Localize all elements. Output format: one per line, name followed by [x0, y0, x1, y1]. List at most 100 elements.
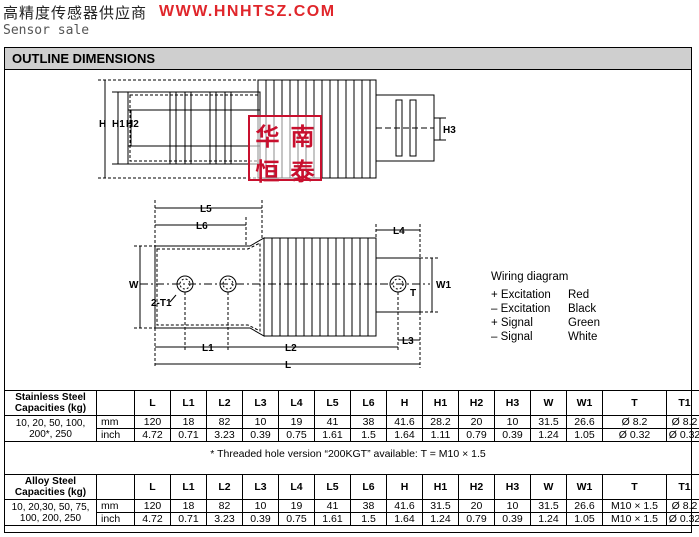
dim-label-l4: L4	[393, 226, 405, 237]
wiring-signal: – Signal	[491, 331, 533, 343]
dim-label-l: L	[285, 360, 291, 371]
value-cell: Ø 0.32	[602, 428, 667, 442]
value-cell: 1.24	[422, 512, 459, 526]
value-cell: 1.5	[350, 512, 387, 526]
value-cell: 26.6	[566, 415, 603, 429]
value-cell: 19	[278, 415, 315, 429]
wiring-color: Red	[568, 289, 590, 301]
value-cell: Ø 8.2	[666, 415, 699, 429]
dim-label-2-t1: 2-T1	[151, 298, 172, 309]
value-cell: 31.5	[530, 499, 567, 513]
value-cell: 1.24	[530, 428, 567, 442]
col-header: L3	[242, 390, 279, 416]
value-cell: 20	[458, 499, 495, 513]
stamp-char: 华	[255, 123, 280, 151]
dim-label-h2: H2	[126, 119, 139, 130]
value-cell: 82	[206, 499, 243, 513]
col-header: L4	[278, 474, 315, 500]
wiring-title: Wiring diagram	[491, 271, 569, 283]
wiring-color: White	[568, 331, 598, 343]
value-cell: 10	[494, 499, 531, 513]
value-cell: M10 × 1.5	[602, 512, 667, 526]
value-cell: Ø 8.2	[666, 499, 699, 513]
capacity-values: 10, 20, 50, 100,200*, 250	[4, 415, 97, 442]
value-cell: 1.64	[386, 512, 423, 526]
dim-label-l6: L6	[196, 221, 208, 232]
col-header: L4	[278, 390, 315, 416]
company-seal-stamp: 华 南 恒 泰	[248, 115, 322, 186]
value-cell: 4.72	[134, 428, 171, 442]
value-cell: 31.5	[422, 499, 459, 513]
col-header: H	[386, 474, 423, 500]
table-row: 10, 20, 50, 100,200*, 250 mm 120 18 82 1…	[4, 415, 699, 442]
sensor-sale-subtitle: Sensor sale	[3, 23, 90, 38]
capacity-values: 10, 20,30, 50, 75,100, 200, 250	[4, 499, 97, 526]
stamp-char: 恒	[255, 158, 280, 186]
unit-cell: mm	[96, 415, 135, 429]
website-url[interactable]: WWW.HNHTSZ.COM	[159, 3, 336, 20]
value-cell: 19	[278, 499, 315, 513]
value-cell: 10	[242, 415, 279, 429]
col-header: W	[530, 390, 567, 416]
col-header: T	[602, 474, 667, 500]
col-header: L3	[242, 474, 279, 500]
value-cell: 1.64	[386, 428, 423, 442]
value-cell: 1.11	[422, 428, 459, 442]
col-header: L6	[350, 474, 387, 500]
col-header: T1	[666, 390, 699, 416]
value-cell: 10	[494, 415, 531, 429]
chinese-company-title: 高精度传感器供应商	[3, 4, 148, 22]
value-cell: 1.61	[314, 428, 351, 442]
value-cell: 41	[314, 499, 351, 513]
value-cell: 3.23	[206, 512, 243, 526]
value-cell: 41	[314, 415, 351, 429]
wiring-row: + Excitation Red	[491, 288, 600, 302]
value-cell: 0.75	[278, 428, 315, 442]
dim-label-l2: L2	[285, 343, 297, 354]
table-row: 10, 20,30, 50, 75,100, 200, 250 mm 120 1…	[4, 499, 699, 526]
dim-label-l1: L1	[202, 343, 214, 354]
value-cell: 82	[206, 415, 243, 429]
col-header: L2	[206, 390, 243, 416]
value-cell: 41.6	[386, 415, 423, 429]
value-cell: 3.23	[206, 428, 243, 442]
value-cell: Ø 8.2	[602, 415, 667, 429]
value-cell: 0.75	[278, 512, 315, 526]
col-header: H1	[422, 474, 459, 500]
value-cell: 120	[134, 499, 171, 513]
value-cell: 4.72	[134, 512, 171, 526]
dim-label-h1: H1	[112, 119, 125, 130]
stamp-char: 泰	[290, 158, 315, 186]
value-cell: 18	[170, 499, 207, 513]
value-cell: 28.2	[422, 415, 459, 429]
col-header: L	[134, 474, 171, 500]
col-header: W1	[566, 474, 603, 500]
dim-label-h3: H3	[443, 125, 456, 136]
unit-header	[96, 390, 135, 416]
table-row: inch 4.72 0.71 3.23 0.39 0.75 1.61 1.5 1…	[5, 512, 699, 526]
value-cell: 41.6	[386, 499, 423, 513]
col-header: T	[602, 390, 667, 416]
value-cell: 1.05	[566, 428, 603, 442]
col-header: H2	[458, 474, 495, 500]
wiring-color: Black	[568, 303, 597, 315]
value-cell: 38	[350, 415, 387, 429]
col-header: W1	[566, 390, 603, 416]
value-cell: 0.71	[170, 512, 207, 526]
col-header: H1	[422, 390, 459, 416]
stamp-char: 南	[290, 123, 315, 151]
dim-label-h: H	[99, 119, 106, 130]
side-view-sensor	[134, 200, 440, 368]
value-cell: 1.61	[314, 512, 351, 526]
col-header: L5	[314, 390, 351, 416]
value-cell: 1.24	[530, 512, 567, 526]
value-cell: 26.6	[566, 499, 603, 513]
value-cell: 10	[242, 499, 279, 513]
wiring-signal: + Excitation	[491, 289, 551, 301]
unit-header	[96, 474, 135, 500]
